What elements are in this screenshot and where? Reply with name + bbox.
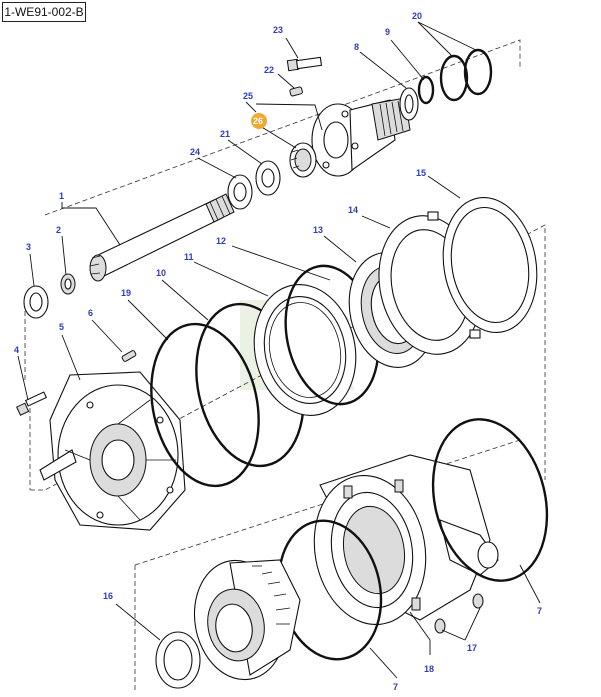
callout-16: 16 — [103, 591, 113, 601]
callout-2: 2 — [56, 225, 61, 235]
part-4-bolt — [16, 391, 48, 416]
part-15-disc — [442, 197, 538, 333]
callout-24: 24 — [190, 147, 200, 157]
callout-6: 6 — [88, 308, 93, 318]
callout-3: 3 — [26, 242, 31, 252]
part-1-shaft — [89, 193, 235, 282]
part-7-large-o-ring — [431, 418, 549, 582]
callout-21: 21 — [220, 129, 230, 139]
part-2-bearing — [60, 273, 76, 295]
part-18-clutch-drum — [193, 559, 301, 681]
diagram-title: 1-WE91-002-B — [2, 2, 86, 22]
callout-11: 11 — [184, 252, 194, 262]
leader-lines — [17, 21, 541, 679]
part-17-plugs — [434, 593, 484, 634]
callout-9: 9 — [385, 27, 390, 37]
part-21-washer — [255, 160, 281, 196]
callout-19: 19 — [121, 288, 131, 298]
part-23-bolt — [286, 56, 323, 72]
part-20-o-rings — [439, 48, 493, 102]
callout-5: 5 — [59, 322, 64, 332]
callout-26: 26 — [253, 116, 263, 126]
callout-14: 14 — [348, 205, 358, 215]
callout-7-bottom: 7 — [393, 682, 398, 692]
callout-23: 23 — [273, 25, 283, 35]
part-16-thrust-washer — [155, 631, 201, 689]
callout-1: 1 — [59, 191, 64, 201]
callout-labels: 1 2 3 4 5 6 7 7 8 9 10 11 12 13 14 15 16… — [14, 11, 542, 692]
callout-13: 13 — [313, 225, 323, 235]
part-26-needle-bearing — [289, 142, 317, 178]
callout-8: 8 — [354, 42, 359, 52]
callout-15: 15 — [416, 168, 426, 178]
part-5-housing-cover — [39, 371, 186, 531]
part-8-seal — [399, 87, 419, 121]
part-25-flange-hub — [311, 97, 411, 177]
callout-22: 22 — [264, 65, 274, 75]
callout-10: 10 — [156, 268, 166, 278]
callout-7-right: 7 — [537, 606, 542, 616]
callout-20: 20 — [412, 11, 422, 21]
callout-18: 18 — [424, 664, 434, 674]
part-22-pin — [289, 86, 303, 97]
part-24-washer — [227, 174, 253, 210]
callout-17: 17 — [467, 643, 477, 653]
dashed-frame-upper — [24, 39, 521, 380]
part-7-main-housing — [313, 454, 499, 626]
part-9-circlip — [417, 75, 435, 105]
callout-12: 12 — [216, 236, 226, 246]
callout-25: 25 — [243, 91, 253, 101]
part-6-pin — [121, 350, 137, 362]
callout-4: 4 — [14, 345, 19, 355]
part-3-seal — [23, 285, 49, 319]
callout-26-badge — [251, 113, 267, 129]
part-19-o-ring — [150, 322, 260, 488]
